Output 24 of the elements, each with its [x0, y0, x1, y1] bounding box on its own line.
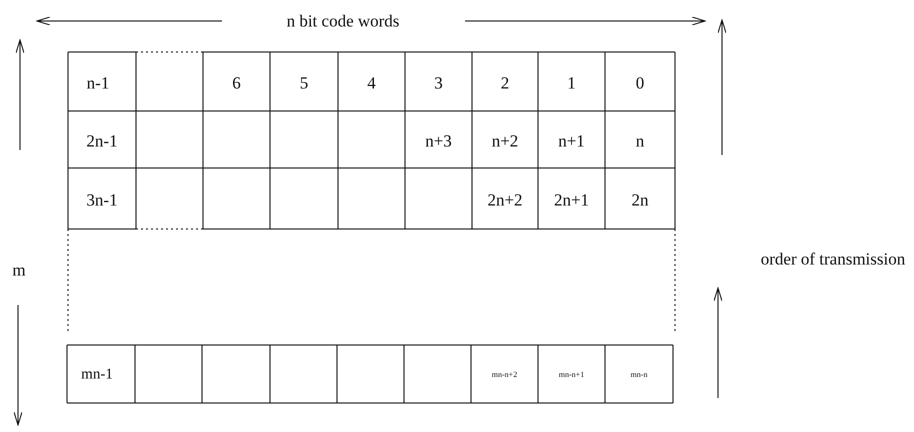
cell-label: n+1 — [558, 132, 585, 149]
cell-label: 5 — [300, 74, 308, 91]
cell-label: 0 — [636, 74, 644, 91]
cell-label: 2n-1 — [86, 132, 118, 149]
axis-label: order of transmission — [760, 250, 906, 268]
cell-label: 3n-1 — [86, 191, 118, 208]
axis-label: m — [12, 262, 26, 278]
cell-label: n-1 — [86, 74, 110, 91]
cell-label: n+3 — [425, 132, 452, 149]
cell-label: mn-n+1 — [558, 371, 584, 379]
cell-label: 4 — [367, 74, 376, 91]
heading: n bit code words — [286, 12, 400, 30]
cell-label: 2n+2 — [487, 191, 523, 208]
cell-label: 3 — [434, 74, 443, 91]
cell-label: 2 — [500, 74, 510, 91]
cell-label: 2n+1 — [554, 191, 590, 208]
cell-label: mn-n+2 — [492, 371, 518, 379]
cell-label: mn-n — [630, 371, 648, 379]
cell-label: 6 — [232, 74, 241, 91]
cell-label: mn-1 — [81, 368, 113, 382]
cell-label: 2n — [632, 191, 648, 208]
cell-label: n — [636, 132, 644, 149]
cell-label: 1 — [567, 74, 576, 91]
cell-label: n+2 — [492, 132, 518, 149]
